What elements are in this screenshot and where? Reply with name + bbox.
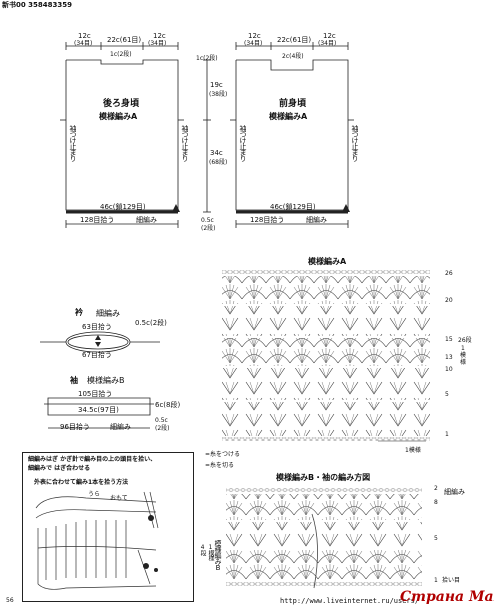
pattern-b-edge: 細編み — [444, 488, 465, 496]
front-neck: 2c(4段) — [282, 53, 304, 60]
front-top-left-w: 12c — [248, 32, 261, 40]
back-neck: 1c(2段) — [110, 51, 132, 58]
front-armhole-left: 袖つけ止まり — [239, 125, 247, 161]
mid-shoulder: 1c(2段) — [196, 55, 218, 62]
pattern-a-repeat-b: 1 — [461, 345, 465, 352]
sleeve-pick: 96目拾う — [60, 423, 90, 431]
front-edge: 細編み — [306, 216, 327, 224]
back-top-left-rows: (34目) — [74, 40, 93, 47]
note-line3: 外表に合わせて編み1本を拾う方法 — [34, 479, 129, 486]
front-arrow — [342, 204, 350, 212]
seaming-note-box — [22, 452, 194, 602]
legend-cut: =糸を切る — [205, 462, 235, 469]
note-line1: 細編みはぎ かぎ針で編み目の上の頭目を拾い、 — [28, 456, 157, 463]
back-armhole-left: 袖つけ止まり — [69, 125, 77, 161]
sleeve-side: 6c(8段) — [155, 401, 181, 409]
sleeve-pattern: 模様編みB — [87, 376, 125, 385]
pattern-a-chart — [222, 270, 430, 442]
front-outline — [235, 59, 349, 211]
pattern-b-side-c: 模様編みB — [214, 540, 222, 571]
pattern-a-title: 模様編みA — [308, 257, 347, 266]
back-arrow — [172, 204, 180, 212]
front-top-right-rows: (34目) — [318, 40, 337, 47]
mid-hem: 0.5c — [201, 217, 214, 224]
mid-body-rows: (68段) — [209, 159, 228, 166]
pattern-a-repeat-c: 模 — [460, 352, 467, 359]
back-armhole-right: 袖つけ止まり — [181, 125, 189, 161]
back-pattern: 模様編みA — [99, 112, 138, 121]
back-title: 後ろ身頃 — [103, 99, 140, 109]
header-code: 新书00 358483359 — [2, 1, 73, 9]
note-label-front: おもて — [110, 495, 128, 502]
pattern-a-row-10: 10 — [445, 366, 453, 373]
back-pick: 128目拾う — [80, 216, 115, 224]
sleeve-hem-rows: (2段) — [155, 425, 170, 432]
mid-armhole-rows: (38段) — [209, 91, 228, 98]
pattern-a-row-5: 5 — [445, 391, 449, 398]
watermark: Страна Мам — [400, 589, 494, 605]
pattern-b-title: 模様編みB・袖の編み方図 — [276, 473, 371, 482]
front-pick: 128目拾う — [250, 216, 285, 224]
sleeve-edge: 細編み — [110, 423, 131, 431]
pattern-a-repeat-d: 様 — [460, 359, 467, 366]
seaming-illustration — [35, 491, 159, 590]
sleeve-hem: 0.5c — [155, 417, 168, 424]
pattern-b-row5: 5 — [434, 535, 438, 542]
footer-url: http://www.liveinternet.ru/users/ — [280, 597, 420, 605]
note-line2: 細編みで はぎ合わせる — [28, 465, 91, 472]
pattern-b-side-a: 4段 — [199, 544, 206, 555]
mid-armhole-h: 19c — [210, 81, 223, 89]
pattern-b-side-b: 1模様 — [207, 544, 214, 560]
legend-join: =糸をつける — [205, 451, 241, 458]
front-title: 前身頃 — [279, 99, 307, 109]
back-top-center-w: 22c(61目) — [107, 36, 142, 44]
note-label-back: うら — [88, 491, 101, 498]
pattern-b-row8: 8 — [434, 499, 438, 506]
pattern-b-chart — [226, 488, 422, 589]
back-bottom-w: 46c(鎖129目) — [100, 203, 146, 211]
collar-bottom: 67目拾う — [82, 351, 112, 359]
collar-top: 63目拾う — [82, 323, 112, 331]
pattern-a-repeat-a: 26段 — [458, 337, 472, 344]
sleeve-width: 34.5c(97目) — [78, 406, 119, 414]
page-number: 56 — [6, 597, 14, 604]
front-top-center-w: 22c(61目) — [277, 36, 312, 44]
pattern-b-row1: 1 — [434, 577, 438, 584]
front-bottom-w: 46c(鎖129目) — [270, 203, 316, 211]
back-outline — [65, 59, 179, 211]
back-top-right-rows: (34目) — [148, 40, 167, 47]
pattern-a-row-1: 1 — [445, 431, 449, 438]
collar-side: 0.5c(2段) — [135, 319, 167, 327]
back-edge: 細編み — [136, 216, 157, 224]
pattern-a-row-13: 13 — [445, 354, 453, 361]
back-top-left-w: 12c — [78, 32, 91, 40]
mid-body-h: 34c — [210, 149, 223, 157]
mid-hem-rows: (2段) — [201, 225, 216, 232]
back-top-right-w: 12c — [153, 32, 166, 40]
pattern-a-row-15: 15 — [445, 336, 453, 343]
pattern-a-row-20: 20 — [445, 297, 453, 304]
front-pattern: 模様編みA — [269, 112, 308, 121]
sleeve-title: 袖 — [70, 376, 78, 385]
front-top-left-rows: (34目) — [244, 40, 263, 47]
collar-title: 衿 — [75, 308, 83, 317]
pattern-a-stitch-rep: 1模様 — [405, 447, 421, 454]
collar-pattern: 細編み — [96, 309, 120, 318]
pattern-a-row-26: 26 — [445, 270, 453, 277]
pattern-b-pick: 拾い目 — [442, 577, 461, 584]
front-top-right-w: 12c — [323, 32, 336, 40]
pattern-b-row2: 2 — [434, 485, 438, 492]
sleeve-top: 105目拾う — [78, 390, 113, 398]
front-armhole-right: 袖つけ止まり — [351, 125, 359, 161]
